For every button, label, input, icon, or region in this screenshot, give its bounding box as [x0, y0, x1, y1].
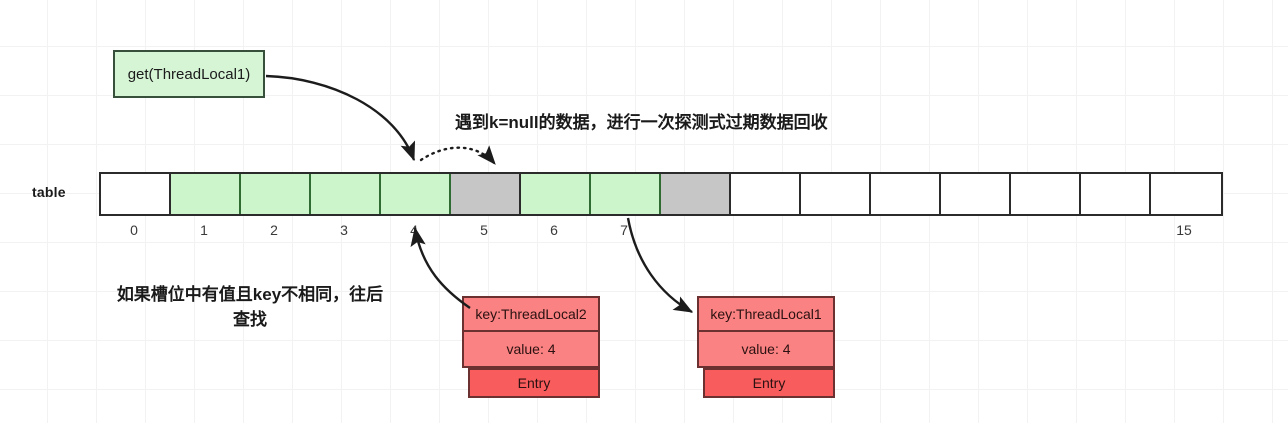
table-label: table: [32, 184, 66, 200]
table-index-6: 6: [550, 222, 558, 238]
arrow-get-to-slot4: [265, 74, 416, 162]
table-index-4: 4: [410, 222, 418, 238]
table-cell-7: [591, 174, 661, 214]
table-cell-5: [451, 174, 521, 214]
entry-threadlocal1: key:ThreadLocal1 value: 4 Entry: [697, 296, 835, 398]
table-index-3: 3: [340, 222, 348, 238]
entry-threadlocal2: key:ThreadLocal2 value: 4 Entry: [462, 296, 600, 398]
table-cell-11: [871, 174, 941, 214]
entry-threadlocal2-key: key:ThreadLocal2: [462, 296, 600, 332]
table-cell-8: [661, 174, 731, 214]
table-index-1: 1: [200, 222, 208, 238]
table-cell-2: [241, 174, 311, 214]
table-cell-15: [1151, 174, 1221, 214]
table-index-7: 7: [620, 222, 628, 238]
table-cell-13: [1011, 174, 1081, 214]
entry-threadlocal2-title: Entry: [468, 368, 600, 398]
table-index-0: 0: [130, 222, 138, 238]
table-cell-0: [101, 174, 171, 214]
annotation-linear-probe: 如果槽位中有值且key不相同，往后查找: [116, 285, 384, 329]
get-threadlocal1-label: get(ThreadLocal1): [127, 65, 251, 83]
get-threadlocal1-box: get(ThreadLocal1): [113, 50, 265, 98]
entry-threadlocal2-value: value: 4: [462, 332, 600, 368]
table-cell-9: [731, 174, 801, 214]
table-cell-3: [311, 174, 381, 214]
table-array: [99, 172, 1223, 216]
arrow-probe-slot4-to-slot5: [419, 145, 497, 166]
table-index-2: 2: [270, 222, 278, 238]
entry-threadlocal1-title: Entry: [703, 368, 835, 398]
table-cell-1: [171, 174, 241, 214]
table-index-15: 15: [1176, 222, 1192, 238]
entry-threadlocal1-value: value: 4: [697, 332, 835, 368]
table-cell-4: [381, 174, 451, 214]
table-cell-12: [941, 174, 1011, 214]
table-index-5: 5: [480, 222, 488, 238]
entry-threadlocal1-key: key:ThreadLocal1: [697, 296, 835, 332]
table-cell-14: [1081, 174, 1151, 214]
table-cell-6: [521, 174, 591, 214]
annotation-expired-cleanup: 遇到k=null的数据，进行一次探测式过期数据回收: [455, 113, 828, 132]
table-cell-10: [801, 174, 871, 214]
